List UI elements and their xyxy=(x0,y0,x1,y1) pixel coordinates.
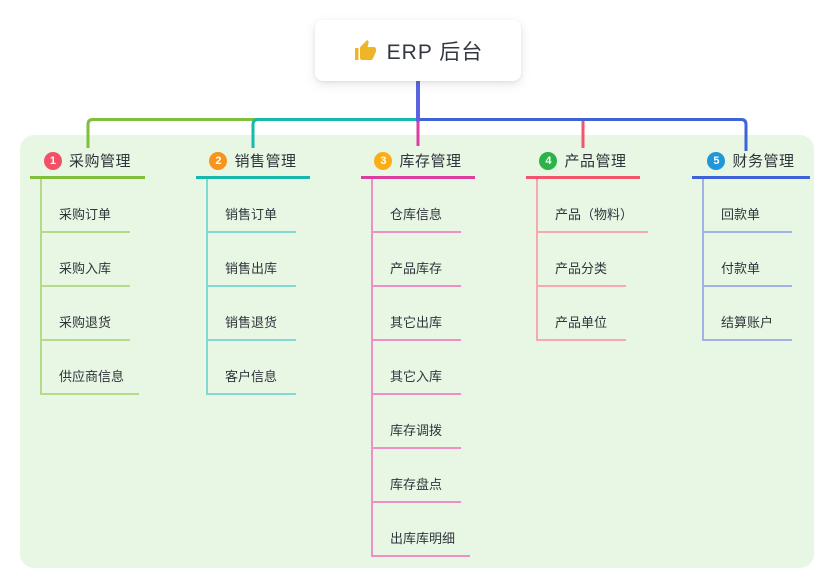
node-settlement-account[interactable]: 结算账户 xyxy=(704,287,792,341)
node-product-material[interactable]: 产品（物料） xyxy=(538,179,649,233)
node-sales-order[interactable]: 销售订单 xyxy=(208,179,296,233)
branch-inventory-children: 仓库信息 产品库存 其它出库 其它入库 库存调拨 库存盘点 出库库明细 xyxy=(371,179,471,557)
node-other-inbound[interactable]: 其它入库 xyxy=(373,341,461,395)
branch-finance-title[interactable]: 5 财务管理 xyxy=(692,145,810,179)
branch-purchase-title[interactable]: 1 采购管理 xyxy=(30,145,145,179)
node-other-outbound[interactable]: 其它出库 xyxy=(373,287,461,341)
node-stock-transfer[interactable]: 库存调拨 xyxy=(373,395,461,449)
branch-finance-children: 回款单 付款单 结算账户 xyxy=(702,179,792,341)
branch-title-label: 库存管理 xyxy=(399,153,462,170)
node-stock-check[interactable]: 库存盘点 xyxy=(373,449,461,503)
node-purchase-order[interactable]: 采购订单 xyxy=(42,179,130,233)
node-purchase-inbound[interactable]: 采购入库 xyxy=(42,233,130,287)
branch-title-label: 采购管理 xyxy=(68,153,131,170)
branch-title-label: 产品管理 xyxy=(564,153,627,170)
node-outbound-detail[interactable]: 出库库明细 xyxy=(373,503,471,557)
branch-product: 4 产品管理 产品（物料） 产品分类 产品单位 xyxy=(526,145,649,341)
branch-sales: 2 销售管理 销售订单 销售出库 销售退货 客户信息 xyxy=(196,145,310,395)
node-product-stock[interactable]: 产品库存 xyxy=(373,233,461,287)
node-sales-return[interactable]: 销售退货 xyxy=(208,287,296,341)
branch-number-badge: 3 xyxy=(374,151,393,170)
map-background-panel xyxy=(20,135,814,568)
root-node[interactable]: ERP 后台 xyxy=(315,20,521,81)
branch-number-badge: 5 xyxy=(707,151,726,170)
node-customer-info[interactable]: 客户信息 xyxy=(208,341,296,395)
branch-number-badge: 2 xyxy=(209,151,228,170)
node-purchase-return[interactable]: 采购退货 xyxy=(42,287,130,341)
branch-finance: 5 财务管理 回款单 付款单 结算账户 xyxy=(692,145,810,341)
root-label: ERP 后台 xyxy=(386,40,484,64)
thumbs-up-icon xyxy=(353,39,377,63)
branch-number-badge: 4 xyxy=(539,151,558,170)
node-product-unit[interactable]: 产品单位 xyxy=(538,287,626,341)
branch-number-badge: 1 xyxy=(43,151,62,170)
branch-title-label: 财务管理 xyxy=(732,153,795,170)
node-receipt-bill[interactable]: 回款单 xyxy=(704,179,792,233)
node-payment-bill[interactable]: 付款单 xyxy=(704,233,792,287)
branch-purchase: 1 采购管理 采购订单 采购入库 采购退货 供应商信息 xyxy=(30,145,145,395)
branch-sales-children: 销售订单 销售出库 销售退货 客户信息 xyxy=(206,179,296,395)
branch-product-children: 产品（物料） 产品分类 产品单位 xyxy=(536,179,649,341)
node-sales-outbound[interactable]: 销售出库 xyxy=(208,233,296,287)
branch-inventory: 3 库存管理 仓库信息 产品库存 其它出库 其它入库 库存调拨 库存盘点 出库库… xyxy=(361,145,475,557)
node-warehouse-info[interactable]: 仓库信息 xyxy=(373,179,461,233)
node-supplier-info[interactable]: 供应商信息 xyxy=(42,341,140,395)
branch-product-title[interactable]: 4 产品管理 xyxy=(526,145,640,179)
branch-inventory-title[interactable]: 3 库存管理 xyxy=(361,145,475,179)
branch-sales-title[interactable]: 2 销售管理 xyxy=(196,145,310,179)
node-product-category[interactable]: 产品分类 xyxy=(538,233,626,287)
branch-title-label: 销售管理 xyxy=(234,153,297,170)
branch-purchase-children: 采购订单 采购入库 采购退货 供应商信息 xyxy=(40,179,140,395)
